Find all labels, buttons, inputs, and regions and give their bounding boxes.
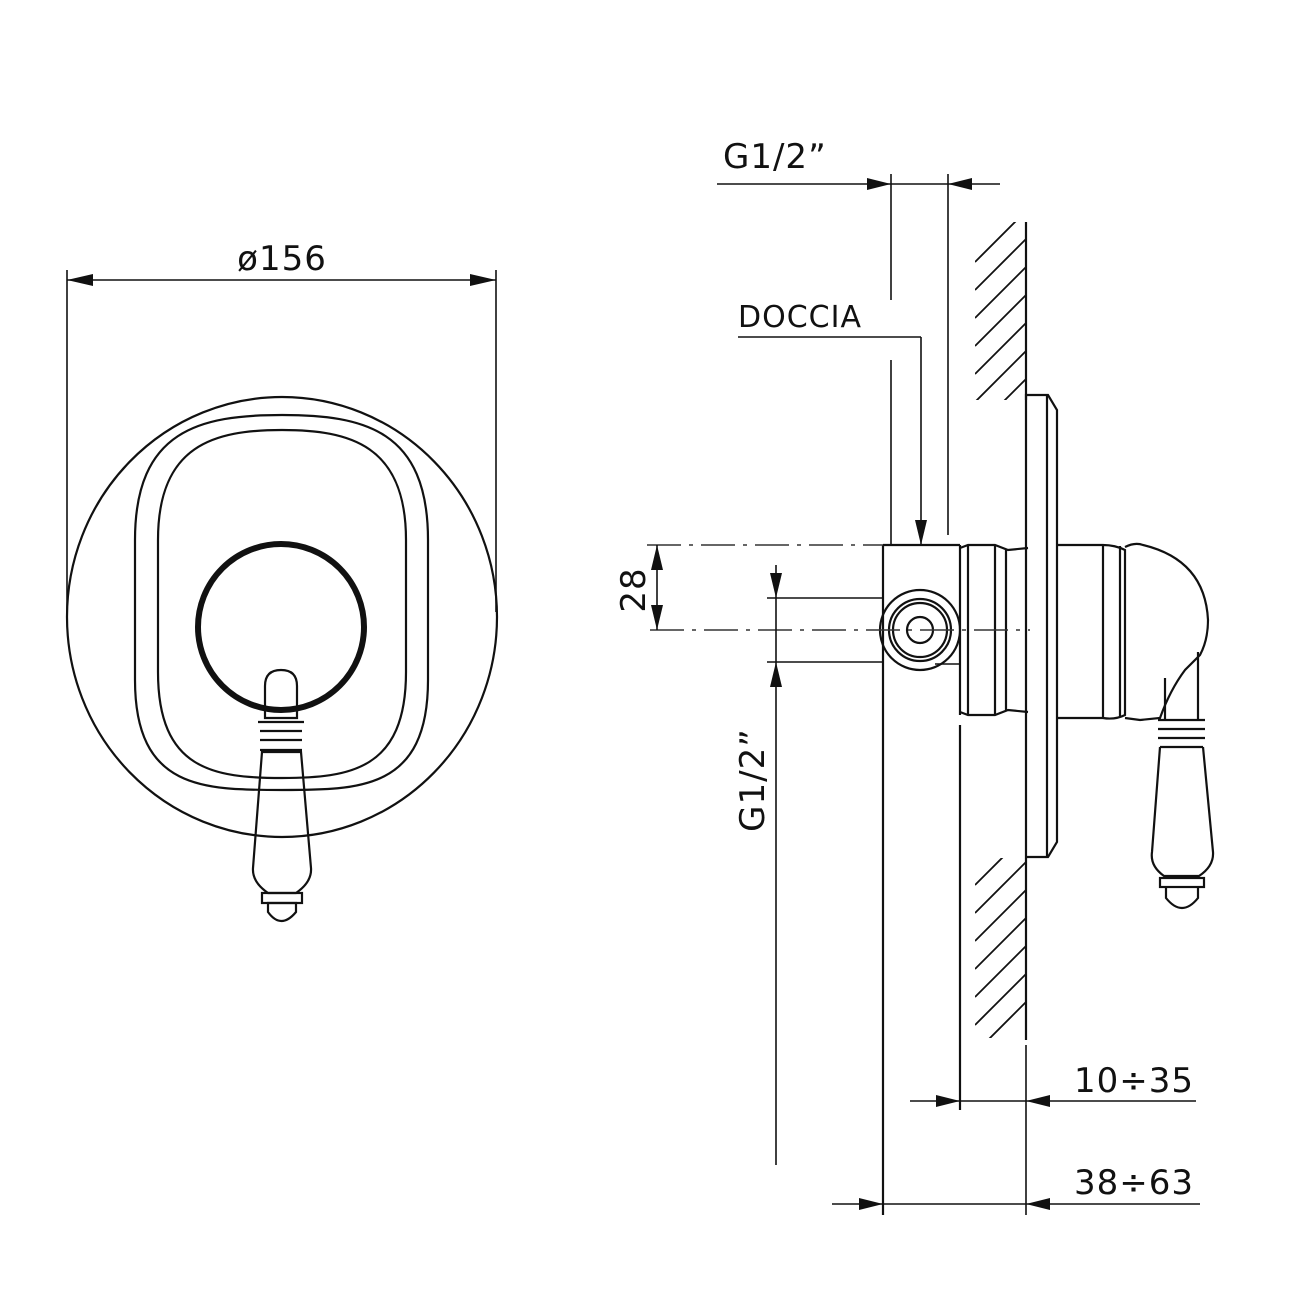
wall-section-bottom — [975, 858, 1028, 1040]
wall-depth-label: 10÷35 — [1074, 1061, 1194, 1101]
diameter-dimension: ø156 — [66, 239, 497, 612]
outlet-label: DOCCIA — [738, 300, 862, 335]
body-depth-dimension: 38÷63 — [832, 1163, 1200, 1210]
offset-dimension: 28 — [614, 544, 883, 630]
handle-cap — [1057, 542, 1210, 722]
bottom-thread-dimension: G1/2” — [733, 565, 883, 1165]
top-thread-label: G1/2” — [723, 137, 827, 177]
offset-label: 28 — [614, 567, 654, 612]
outlet-leader: DOCCIA — [738, 300, 927, 545]
wall-plate-band-outer — [133, 413, 430, 792]
diameter-label: ø156 — [237, 239, 327, 279]
side-lever-handle — [1150, 652, 1215, 910]
hub-ring — [195, 541, 367, 713]
wall-plate-side — [1024, 393, 1059, 859]
front-view: ø156 — [65, 239, 499, 923]
wall-depth-dimension: 10÷35 — [910, 1045, 1196, 1215]
top-thread-dimension: G1/2” — [717, 137, 1000, 535]
wall-plate-band-inner — [156, 428, 408, 780]
side-view: G1/2” DOCCIA — [614, 137, 1215, 1215]
wall-plate-outer — [65, 395, 499, 839]
wall-section-top — [975, 222, 1028, 400]
bottom-thread-label: G1/2” — [733, 728, 773, 832]
body-depth-label: 38÷63 — [1074, 1163, 1194, 1203]
front-lever-handle — [251, 668, 313, 923]
valve-body — [878, 543, 962, 1215]
